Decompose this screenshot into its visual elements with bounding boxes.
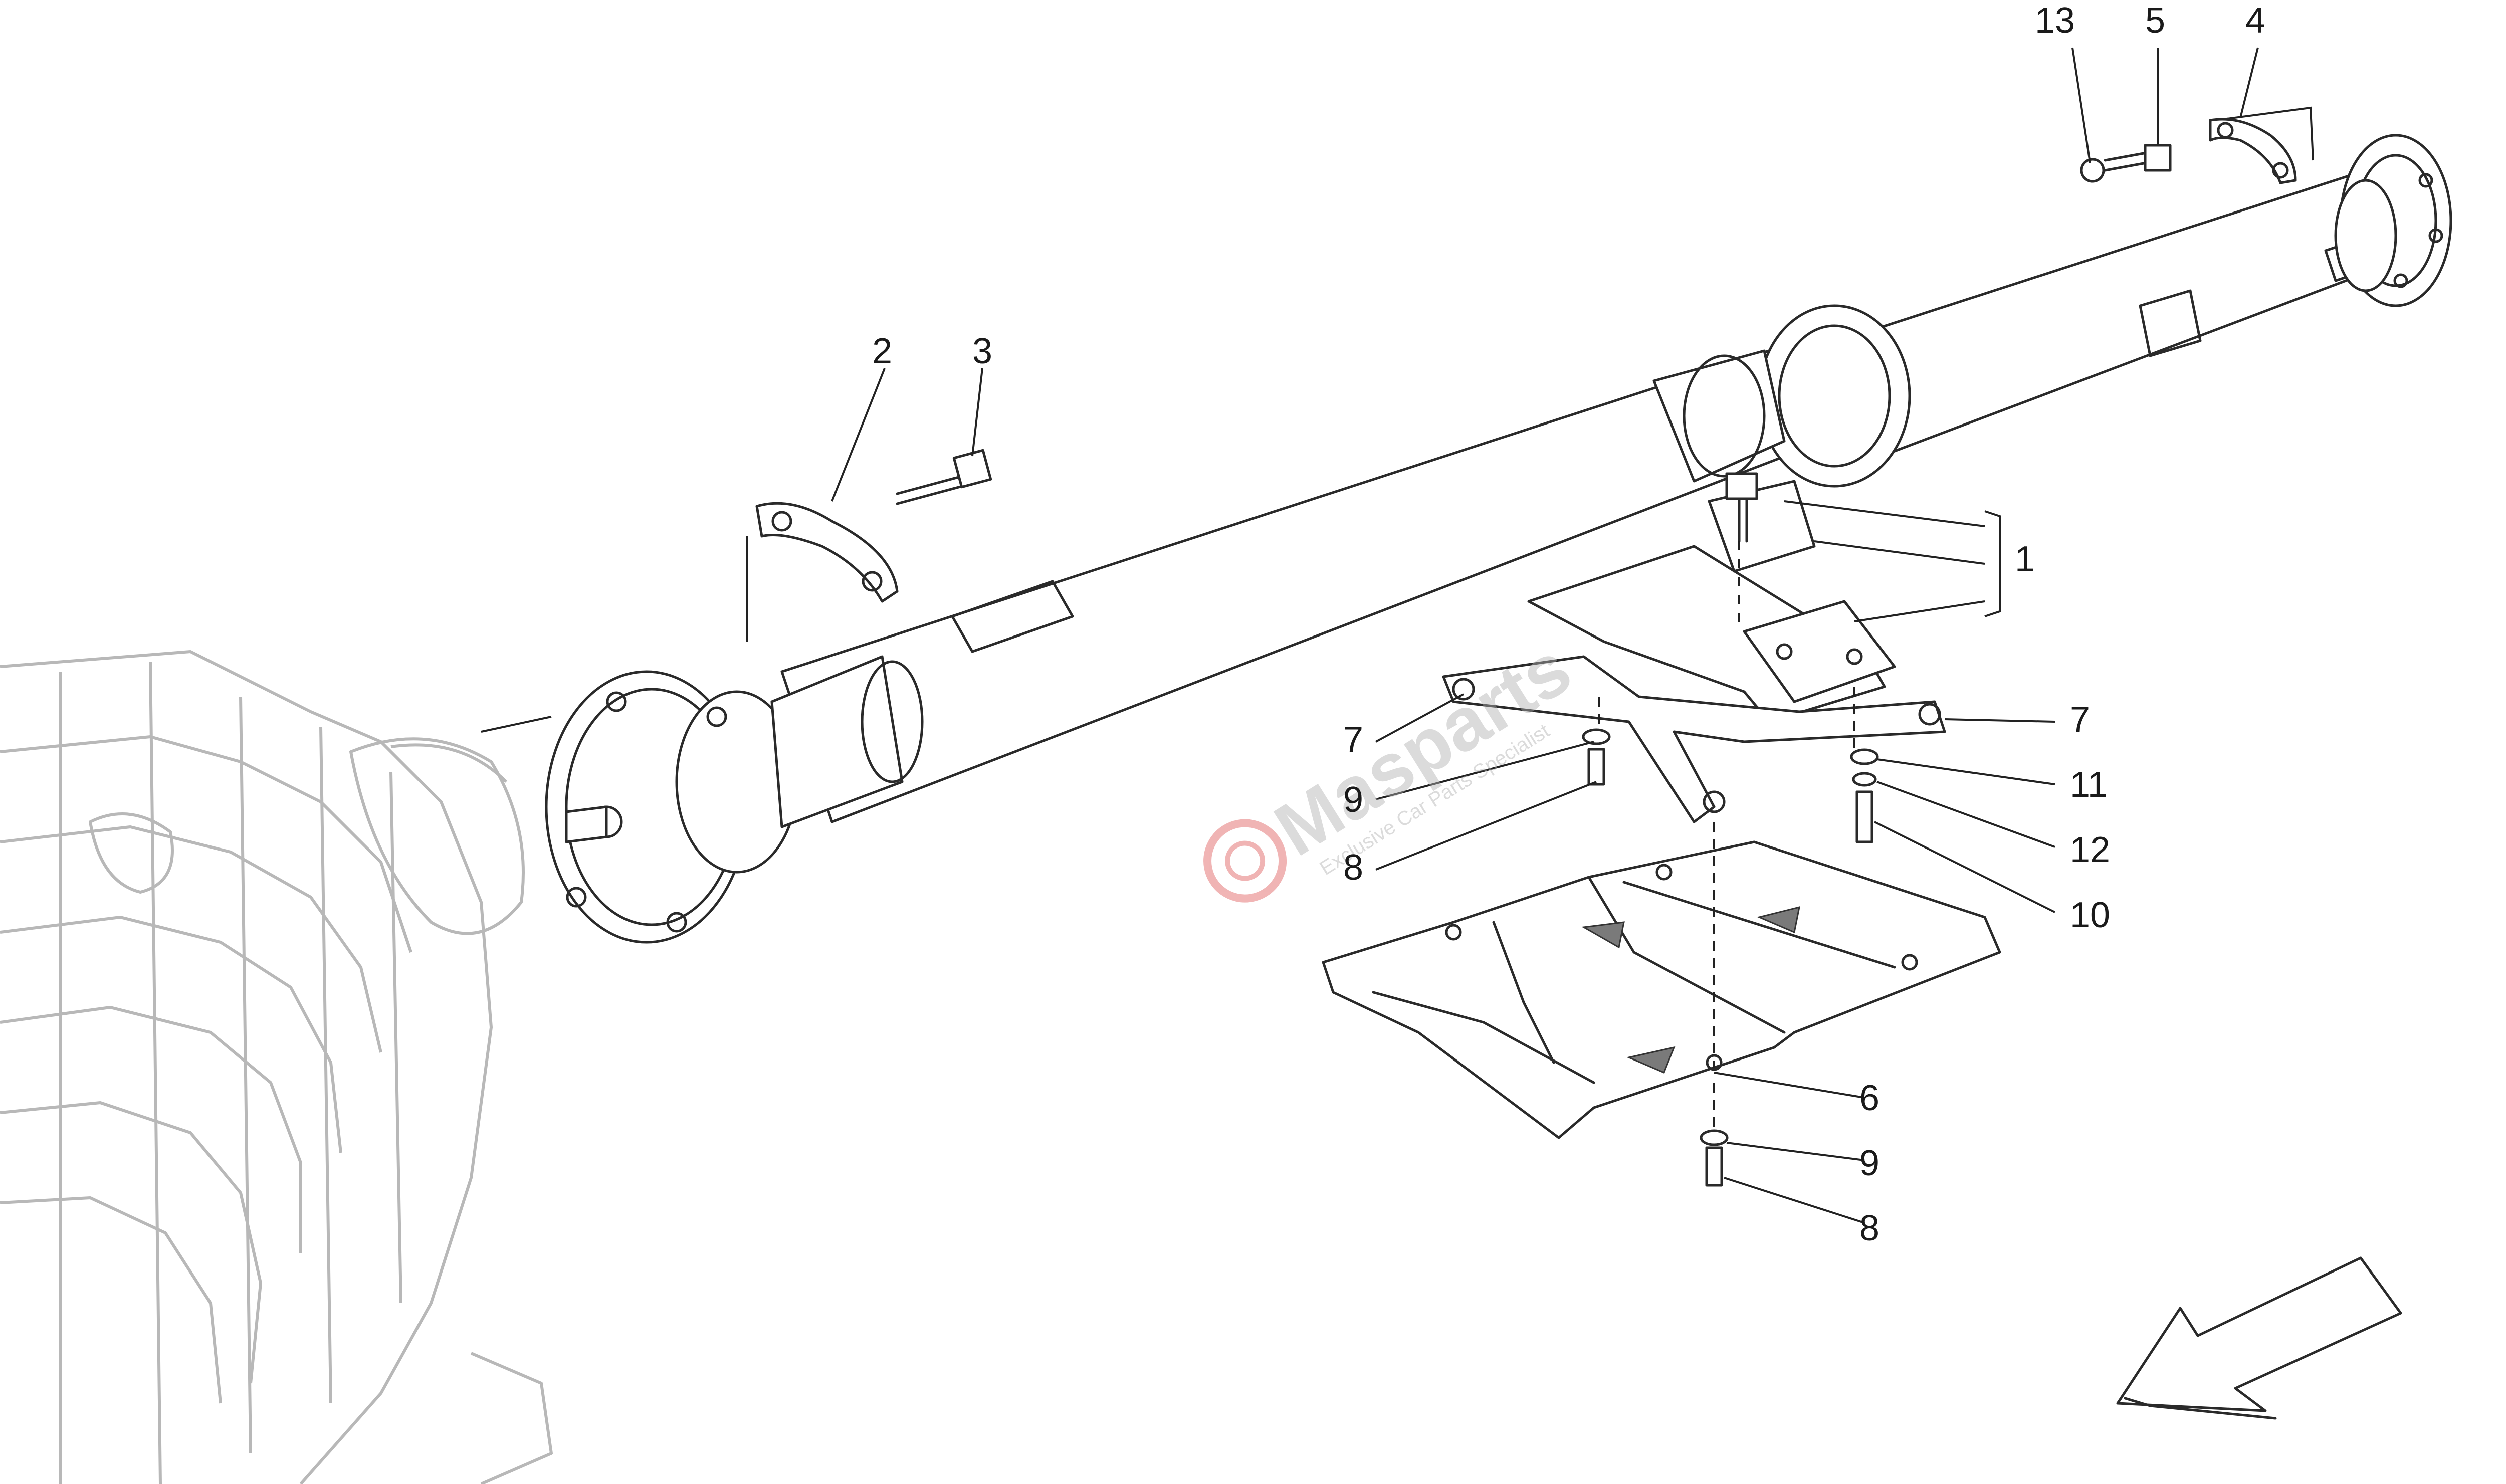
vertical-guides [1598,687,1855,1138]
front-flex-coupling [545,655,924,944]
callout-9-upper: 9 [1343,780,1363,820]
rear-clamp-hardware [2080,118,2297,184]
rear-flange [2334,134,2452,307]
bolt-front-clamp [896,449,992,505]
watermark-logo-icon [1203,819,1287,903]
callout-6: 6 [1859,1078,1880,1118]
assembly-guide-lines [481,106,2314,733]
callout-leaders [831,47,2259,1224]
propeller-shaft [780,169,2387,823]
callout-11: 11 [2070,765,2108,805]
bracket-bolt [1725,472,1758,631]
callout-7-left: 7 [1343,720,1363,760]
callout-8-upper: 8 [1343,847,1363,888]
callout-5: 5 [2145,1,2165,41]
callout-9-lower: 9 [1859,1143,1880,1183]
callout-labels: 13 5 4 2 3 1 7 7 9 11 12 8 10 6 9 8 [872,1,2265,1248]
callout-1: 1 [2015,539,2035,579]
callout-7-right: 7 [2070,700,2090,740]
half-clamp-front [755,502,899,603]
underbody-shield [1322,840,2001,1139]
support-bracket [1527,480,1896,723]
gearbox-housing [0,650,553,1484]
callout-10: 10 [2070,895,2110,935]
callout-8-lower: 8 [1859,1208,1880,1248]
cross-brace [1442,655,1946,823]
callout-2: 2 [872,331,892,371]
callout-13: 13 [2035,1,2075,41]
callout-3: 3 [972,331,992,371]
callout-12: 12 [2070,830,2110,870]
watermark: Masparts Exclusive Car Parts Specialist [1203,625,1585,903]
fasteners [1582,728,1879,1187]
center-bearing [1652,304,1911,488]
direction-arrow-icon [2116,1256,2402,1420]
callout-4: 4 [2245,1,2265,41]
